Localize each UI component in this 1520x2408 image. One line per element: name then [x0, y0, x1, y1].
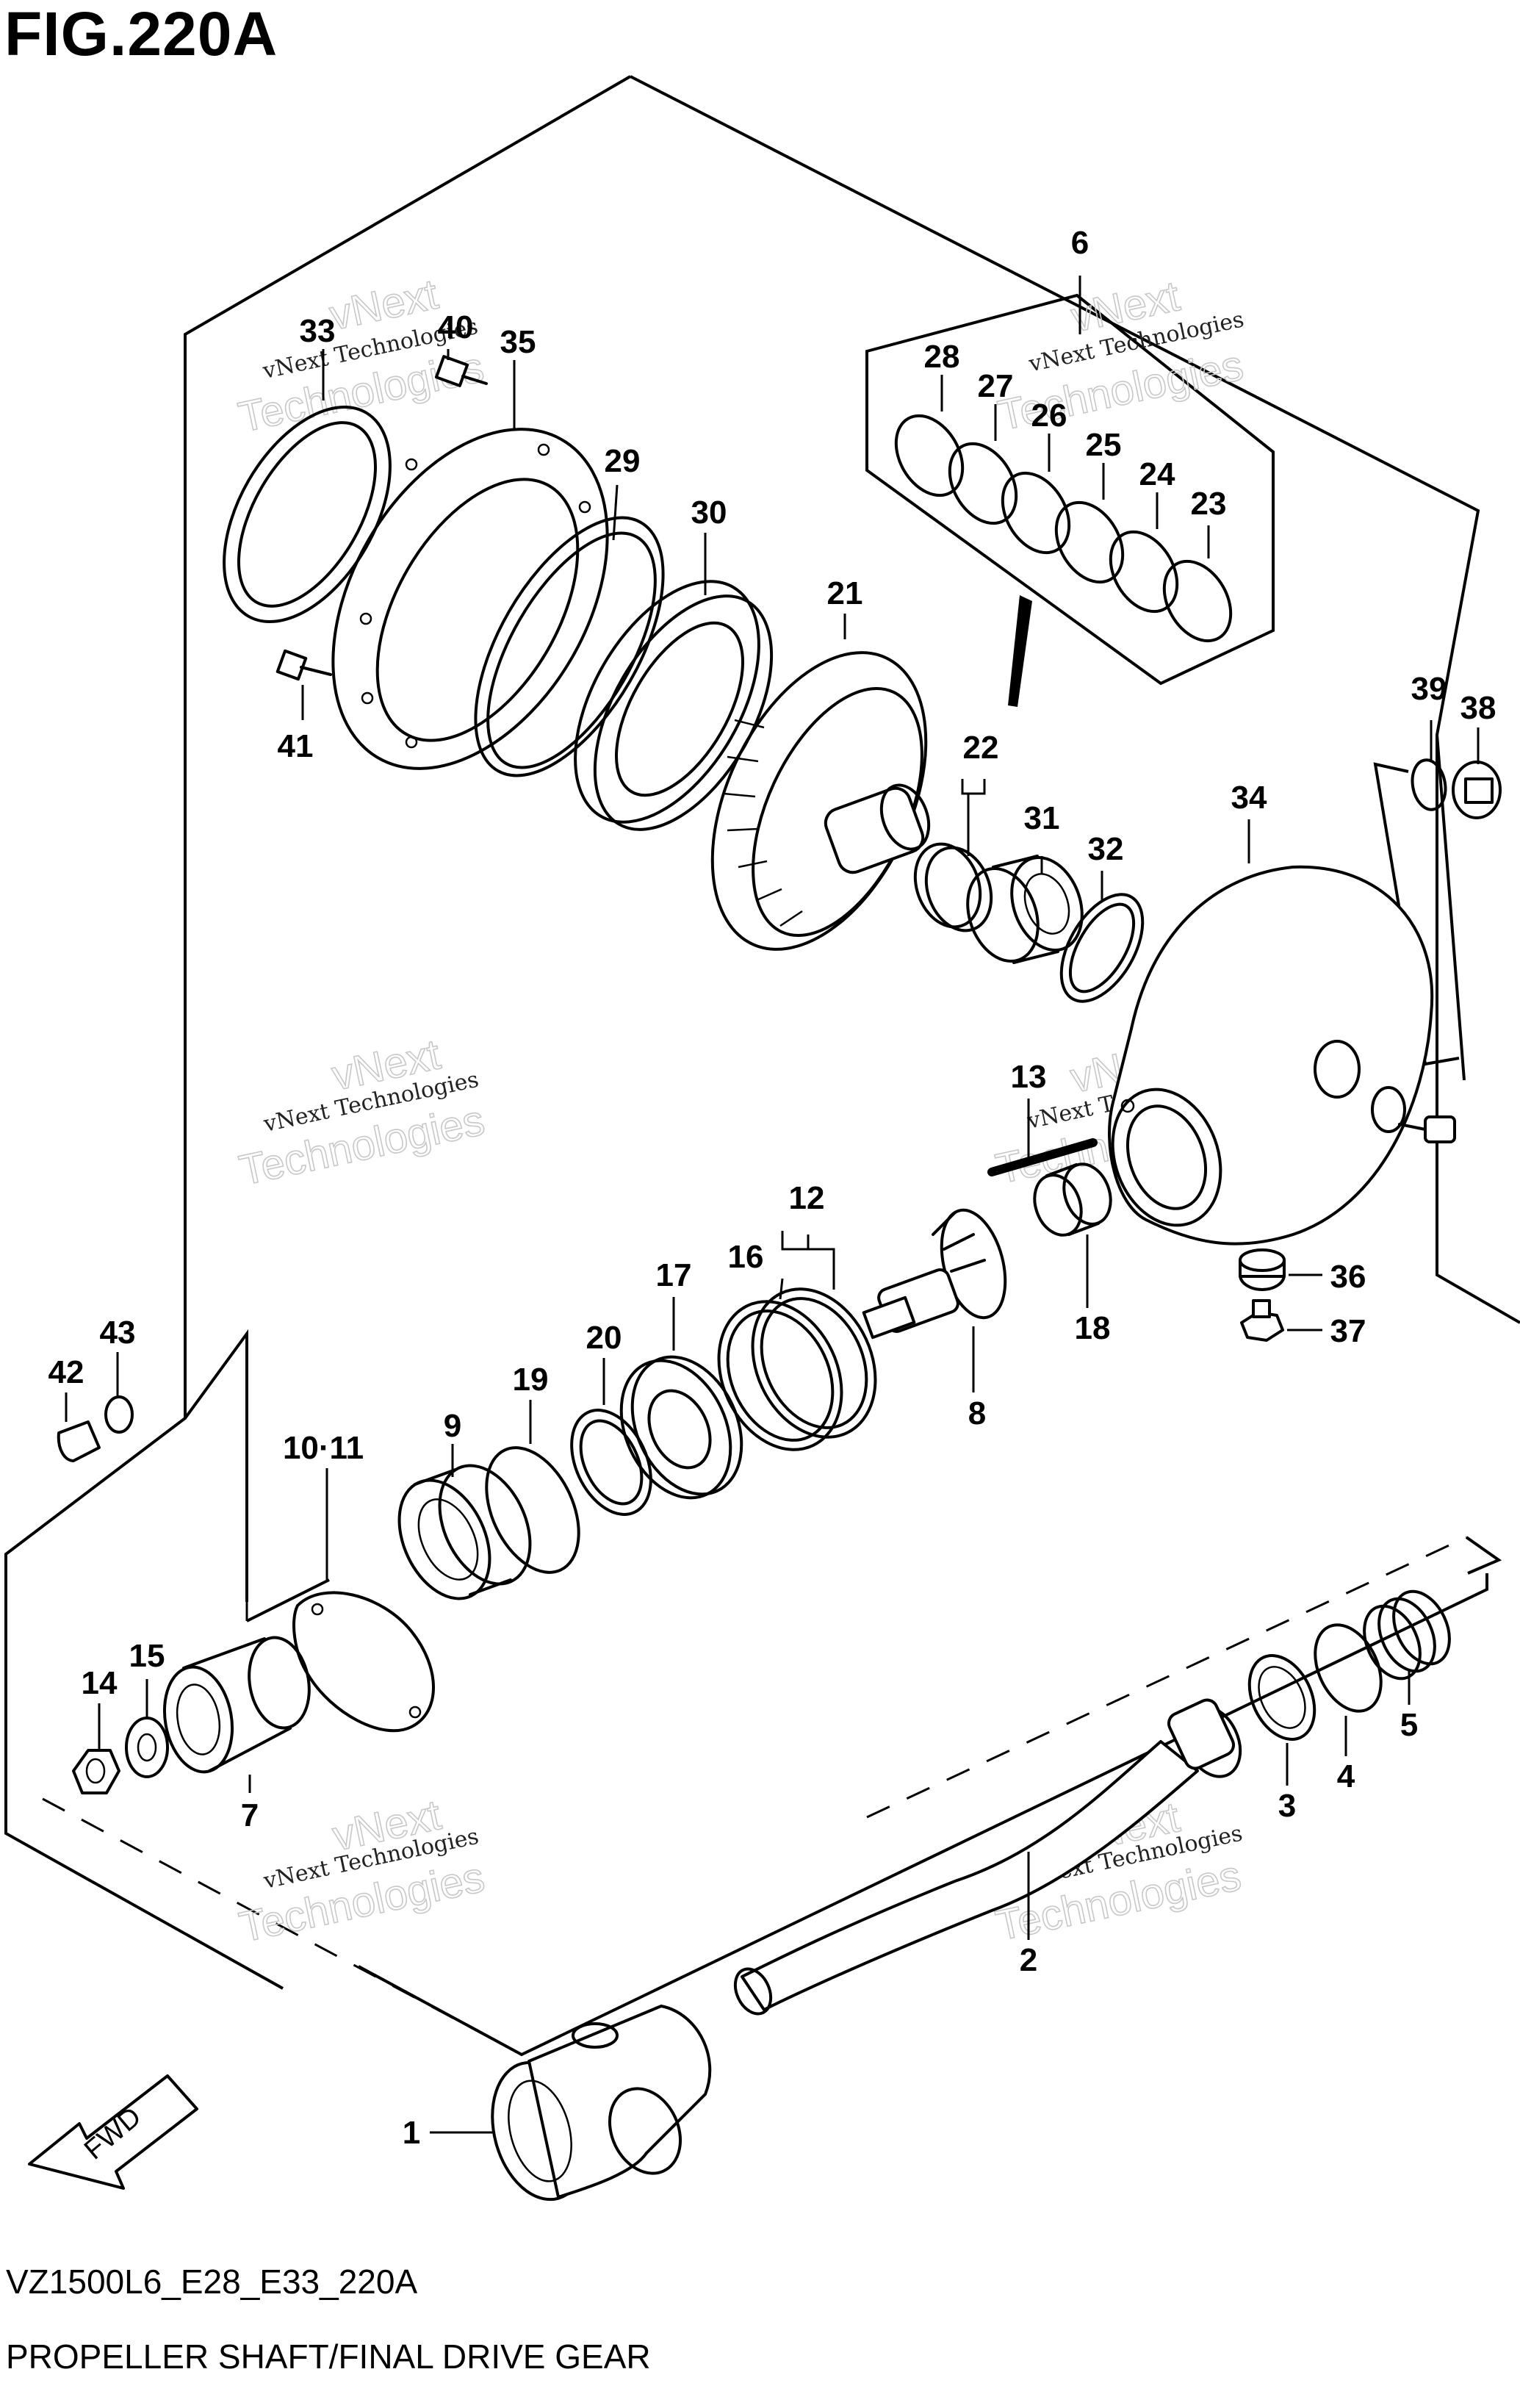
callout-8: 8 — [968, 1395, 986, 1431]
callout-4: 4 — [1337, 1758, 1355, 1794]
callout-24: 24 — [1139, 456, 1175, 492]
part-32-oil-seal — [1059, 893, 1145, 1003]
callout-18: 18 — [1075, 1310, 1111, 1346]
callout-20: 20 — [586, 1320, 622, 1356]
part-3-oil-seal — [1247, 1654, 1317, 1741]
callout-1: 1 — [403, 2115, 420, 2151]
part-9-bearing-nut — [397, 1464, 532, 1600]
callout-33: 33 — [300, 313, 336, 349]
part-40-bolt — [434, 355, 488, 387]
part-36-seal — [1239, 1248, 1286, 1291]
callout-13: 13 — [1011, 1059, 1047, 1095]
part-18-bearing — [1033, 1162, 1112, 1237]
figure-title: FIG.220A — [4, 0, 278, 68]
part-42-cap — [57, 1420, 101, 1462]
callout-6: 6 — [1071, 225, 1089, 261]
part-13-stud — [987, 1137, 1098, 1176]
watermark-midleft: vNext vNext Technologies Technologies — [234, 1030, 489, 1196]
leader-lines — [65, 276, 1480, 2134]
callout-14: 14 — [82, 1665, 118, 1701]
callout-2: 2 — [1020, 1942, 1037, 1978]
callout-37: 37 — [1330, 1313, 1366, 1349]
part-20-seal — [570, 1409, 652, 1516]
callout-10-11: 10·11 — [283, 1430, 364, 1466]
watermark-topright: vNext vNext Technologies Technologies — [993, 272, 1247, 441]
fwd-arrow: FWD — [28, 2074, 198, 2190]
callout-3: 3 — [1278, 1788, 1296, 1824]
oring-pointer-arrow — [1008, 595, 1032, 707]
callout-27: 27 — [978, 368, 1014, 404]
part-38-plug — [1452, 761, 1502, 819]
part-39-gasket — [1411, 758, 1447, 811]
callout-17: 17 — [656, 1257, 692, 1293]
part-16-shim — [717, 1300, 843, 1451]
callout-36: 36 — [1330, 1259, 1366, 1295]
part-24-oring — [1109, 530, 1179, 614]
callout-9: 9 — [444, 1408, 461, 1444]
part-27-oring — [948, 442, 1018, 525]
callout-21: 21 — [827, 575, 863, 611]
part-10-11-gasket — [292, 1591, 435, 1733]
callout-7: 7 — [241, 1797, 259, 1833]
part-37-nut — [1240, 1299, 1284, 1342]
callout-35: 35 — [500, 324, 536, 360]
part-21-ring-gear — [710, 651, 931, 951]
callout-41: 41 — [278, 728, 314, 764]
part-25-oring — [1054, 500, 1125, 584]
part-12-shim — [751, 1287, 877, 1439]
part-30-bearing — [574, 580, 774, 831]
part-33-oil-seal — [223, 406, 392, 623]
callout-26: 26 — [1031, 398, 1067, 434]
case-bolt — [1398, 1115, 1456, 1143]
part-34-final-gear-case — [1108, 865, 1434, 1246]
part-5-spring — [1363, 1589, 1451, 1681]
part-2-propeller-shaft — [733, 1698, 1242, 2016]
part-43-washer — [104, 1395, 134, 1434]
callout-34: 34 — [1231, 780, 1267, 816]
diagram-name: PROPELLER SHAFT/FINAL DRIVE GEAR — [6, 2337, 651, 2376]
callout-19: 19 — [513, 1362, 549, 1398]
callout-39: 39 — [1411, 671, 1447, 707]
model-code: VZ1500L6_E28_E33_220A — [6, 2263, 418, 2301]
part-7-coupling — [162, 1636, 311, 1774]
callout-25: 25 — [1086, 427, 1122, 463]
assembly-frame — [4, 75, 1520, 2057]
callout-labels: 1 2 3 4 5 6 7 8 9 10·11 12 13 14 15 16 1… — [48, 225, 1496, 2151]
part-28-oring — [894, 414, 965, 497]
callout-12: 12 — [789, 1180, 825, 1216]
part-17-bearing — [619, 1355, 743, 1500]
callout-43: 43 — [100, 1315, 136, 1351]
part-29-shim — [474, 516, 665, 777]
callout-22: 22 — [963, 730, 999, 766]
callout-28: 28 — [924, 339, 960, 375]
callout-30: 30 — [691, 495, 727, 531]
callout-38: 38 — [1460, 690, 1496, 726]
part-31-bearing — [966, 855, 1084, 964]
part-23-oring — [1162, 559, 1233, 643]
callout-15: 15 — [129, 1638, 165, 1674]
part-4-circlip — [1314, 1623, 1383, 1713]
part-15-washer — [125, 1717, 169, 1778]
part-41-bolt — [275, 649, 332, 681]
callout-16: 16 — [728, 1239, 764, 1275]
callout-42: 42 — [48, 1354, 84, 1390]
callout-32: 32 — [1088, 831, 1124, 867]
callout-23: 23 — [1191, 486, 1227, 522]
callout-40: 40 — [438, 309, 474, 345]
oring-set-frame — [865, 293, 1275, 686]
part-22-shims — [913, 842, 993, 932]
callout-29: 29 — [605, 443, 641, 479]
watermark-lowleft: vNext vNext Technologies Technologies — [234, 1790, 489, 1952]
part-14-nut — [72, 1749, 120, 1794]
callout-31: 31 — [1024, 800, 1060, 836]
part-26-oring — [1001, 471, 1071, 555]
part-8-pinion-gear — [862, 1208, 1007, 1340]
part-19-circlip — [485, 1446, 580, 1574]
callout-5: 5 — [1400, 1707, 1418, 1743]
part-1-universal-joint — [491, 2005, 712, 2202]
part-35-retainer-plate — [331, 428, 609, 770]
